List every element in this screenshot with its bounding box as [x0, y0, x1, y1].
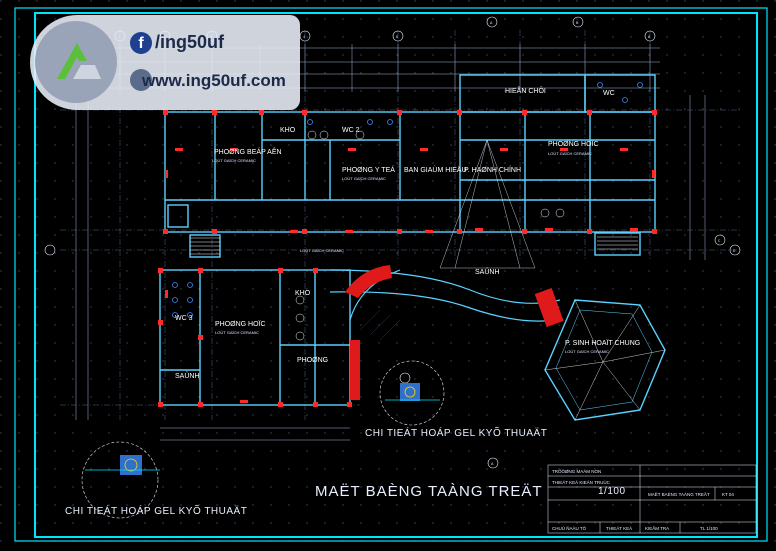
room-ban-giam-hieu: BAN GIAÙM HIEÄU: [404, 165, 467, 174]
svg-text:A: A: [490, 22, 493, 26]
staircase-right: [597, 236, 638, 250]
room-kho-top: KHO: [280, 127, 296, 134]
wc-top-block: [584, 74, 656, 113]
gel-detail-center: [379, 360, 445, 426]
web-icon: [130, 69, 152, 91]
room-hien-choi: HIEÂN CHÔI: [505, 86, 546, 95]
room-phong-bep: PHOØNG BEÁP AÊN: [214, 147, 282, 156]
room-hanh-chinh: P. HAØNH CHÍNH: [464, 165, 521, 174]
svg-text:C: C: [718, 240, 721, 244]
main-plan-title: MAËT BAÈNG TAÀNG TREÄT: [315, 483, 543, 500]
room-wc-3: WC 3: [175, 315, 193, 322]
svg-text:D: D: [733, 250, 736, 254]
curved-red-wall: [345, 265, 392, 298]
room-phong-hoc-left: PHOØNG HOÏC: [215, 320, 266, 328]
svg-text:6: 6: [648, 36, 651, 40]
title-block: [547, 464, 757, 534]
logo-icon: [35, 21, 117, 103]
svg-text:LOÙT GAÏCH CERAMIC: LOÙT GAÏCH CERAMIC: [215, 330, 259, 335]
room-sanh-left: SAÛNH: [175, 371, 200, 380]
gel-detail-left: [81, 441, 160, 519]
tb-row2: THIEÁT KEÁ KIEÁN TRUÙC: [552, 479, 611, 485]
sheet-border-outer: [14, 7, 768, 542]
room-wc-top: WC: [603, 90, 615, 97]
room-wc-2: WC 2: [342, 127, 360, 134]
svg-text:LOÙT GAÏCH CERAMIC: LOÙT GAÏCH CERAMIC: [342, 176, 386, 181]
tb-row1: TRÖÔØNG MAÀM NON: [552, 468, 601, 474]
svg-text:LOÙT GAÏCH CERAMIC: LOÙT GAÏCH CERAMIC: [565, 349, 609, 354]
room-kho-left: KHO: [295, 290, 311, 297]
sheet-border-inner: [34, 12, 758, 538]
detail-title-left: CHI TIEÁT HOÁP GEL KYÕ THUAÄT: [65, 504, 247, 517]
svg-text:4: 4: [303, 36, 306, 40]
detail-title-center: CHI TIEÁT HOÁP GEL KYÕ THUAÄT: [365, 426, 547, 439]
tb-footer-3: KIEÅM TRA: [645, 525, 669, 531]
svg-text:A: A: [491, 463, 494, 467]
room-phong-y-te: PHOØNG Y TEÁ: [342, 165, 395, 174]
structural-columns: [158, 110, 657, 407]
red-column-long: [350, 340, 360, 400]
room-sinh-hoat-chung: P. SINH HOAÏT CHUNG: [565, 339, 640, 347]
wc-fixtures: [172, 82, 643, 318]
tb-footer-2: THIEÁT KEÁ: [606, 525, 632, 531]
room-phong-hoc-right: PHOØNG HOÏC: [548, 140, 599, 148]
svg-text:LOÙT GAÏCH CERAMIC: LOÙT GAÏCH CERAMIC: [212, 158, 256, 163]
tb-footer-1: CHUÛ ÑAÀU TÖ: [552, 525, 587, 531]
left-wing-outline: [159, 269, 351, 406]
tb-sheet: KT 04: [722, 492, 734, 497]
watermark-banner: f /ing50uf www.ing50uf.com: [30, 15, 300, 110]
room-phong-small: PHOØNG: [297, 357, 328, 364]
svg-text:B: B: [576, 22, 579, 26]
staircase-left: [190, 237, 220, 255]
room-sanh-top: SAÛNH: [475, 267, 500, 276]
facebook-icon: f: [130, 32, 152, 54]
main-plan-scale: 1/100: [598, 486, 626, 497]
svg-text:LOÙT GAÏCH CERAMIC: LOÙT GAÏCH CERAMIC: [300, 248, 344, 253]
tb-project: MAËT BAÈNG TAÀNG TREÄT: [648, 491, 710, 497]
website-link[interactable]: www.ing50uf.com: [142, 71, 286, 90]
svg-text:5: 5: [396, 36, 399, 40]
red-column-lobby: [534, 287, 564, 327]
facebook-handle[interactable]: /ing50uf: [155, 32, 225, 52]
tb-footer-4: TL 1/100: [700, 526, 718, 531]
svg-text:LOÙT GAÏCH CERAMIC: LOÙT GAÏCH CERAMIC: [548, 151, 592, 156]
